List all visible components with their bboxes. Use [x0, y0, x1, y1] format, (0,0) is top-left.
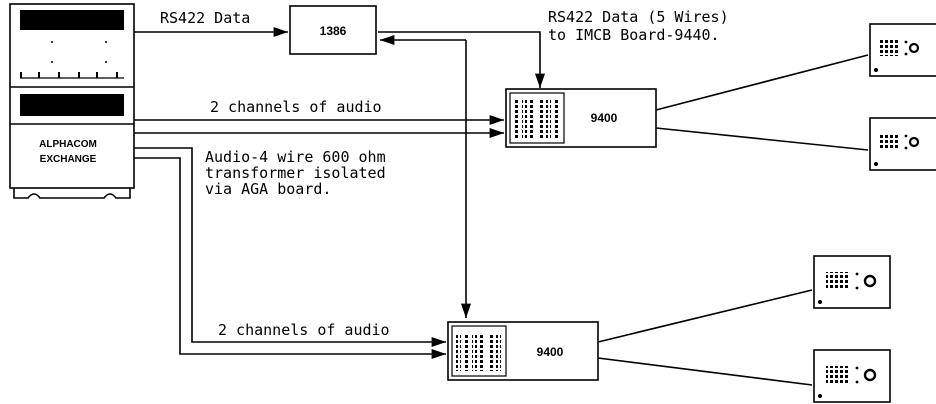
rs422-5wires-label-line2: to IMCB Board-9440. — [548, 26, 720, 44]
exchange-label-line2: EXCHANGE — [40, 154, 97, 165]
intercom-station-4 — [813, 349, 891, 403]
button-icon — [863, 274, 877, 288]
alphacom-exchange-cabinet: ALPHACOM EXCHANGE — [9, 3, 135, 199]
audio-top-label: 2 channels of audio — [210, 98, 382, 116]
rs422-5wires-label-line1: RS422 Data (5 Wires) — [548, 8, 729, 26]
unit-9400-bottom-label: 9400 — [537, 345, 564, 359]
exchange-label-line1: ALPHACOM — [39, 139, 97, 150]
speaker-grill-icon — [826, 366, 848, 384]
unit-9400-top-label: 9400 — [591, 111, 618, 125]
station-line-1 — [655, 54, 869, 111]
audio-line-bottom-2 — [134, 157, 446, 360]
box-1386: 1386 — [289, 5, 377, 55]
unit-9400-top: 9400 — [505, 88, 657, 148]
rs422-5wires-line-top — [378, 31, 546, 88]
button-icon — [908, 136, 920, 148]
audio4-label-line3: via AGA board. — [205, 180, 331, 198]
intercom-station-2 — [869, 117, 936, 171]
station-line-2 — [655, 127, 869, 151]
audio-bottom-label: 2 channels of audio — [218, 321, 390, 339]
rs422-data-label: RS422 Data — [160, 9, 250, 27]
intercom-station-3 — [813, 255, 891, 309]
speaker-grill-icon — [826, 272, 848, 290]
speaker-grill-icon — [880, 134, 900, 150]
station-line-3 — [597, 289, 813, 343]
button-icon — [863, 368, 877, 382]
audio-line-bottom-1 — [134, 147, 446, 348]
station-line-4 — [597, 357, 813, 386]
box-1386-label: 1386 — [320, 24, 347, 38]
speaker-grill-icon — [880, 40, 900, 56]
audio4-label-line1: Audio-4 wire 600 ohm — [205, 148, 386, 166]
intercom-station-1 — [869, 23, 936, 77]
button-icon — [908, 42, 920, 54]
unit-9400-bottom: 9400 — [447, 321, 599, 381]
audio4-label-line2: transformer isolated — [205, 164, 386, 182]
